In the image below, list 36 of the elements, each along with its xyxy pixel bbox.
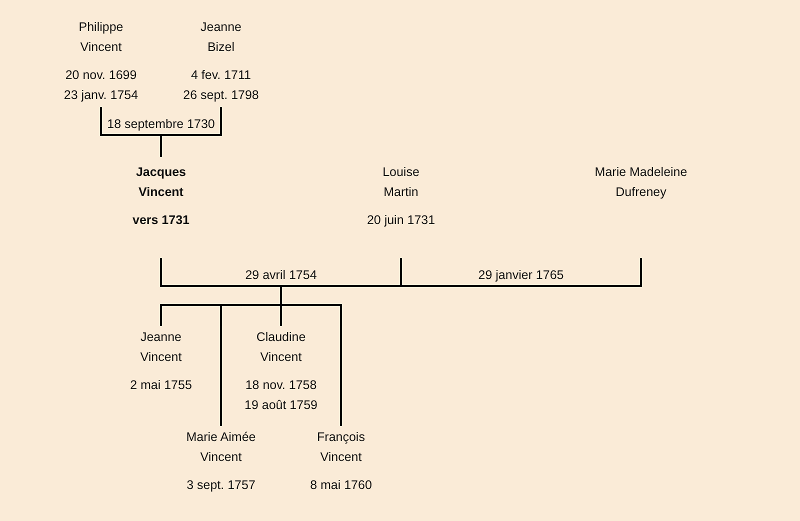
connector-line <box>220 305 222 426</box>
connector-line <box>280 305 282 326</box>
connector-line <box>160 135 162 157</box>
date-text: 20 juin 1731 <box>366 212 436 229</box>
date-text: 19 août 1759 <box>244 397 318 414</box>
connector-line <box>221 304 281 306</box>
edge-label: 29 avril 1754 <box>245 267 317 283</box>
person-name: Philippe Vincent <box>78 19 124 56</box>
connector-line <box>401 258 642 287</box>
date-text: 4 fev. 1711 <box>191 67 251 84</box>
person-name: François Vincent <box>317 429 365 466</box>
date-text: 8 mai 1760 <box>310 477 372 494</box>
edge-label: 29 janvier 1765 <box>478 267 564 283</box>
person-name: Jacques Vincent <box>136 164 186 201</box>
date-text: 26 sept. 1798 <box>183 87 259 104</box>
person-name: Jeanne Bizel <box>200 19 242 56</box>
connector-line <box>160 304 221 326</box>
connector-line <box>160 258 281 287</box>
person-name: Louise Martin <box>382 164 420 201</box>
person-name: Marie Madeleine Dufreney <box>594 164 688 201</box>
connector-line <box>100 107 161 136</box>
date-text: vers 1731 <box>132 212 190 229</box>
person-name: Jeanne Vincent <box>140 329 182 366</box>
date-text: 3 sept. 1757 <box>186 477 256 494</box>
connector-line <box>400 258 402 286</box>
date-text: 20 nov. 1699 <box>65 67 137 84</box>
connector-line <box>280 286 282 305</box>
connector-line <box>281 285 401 287</box>
connector-line <box>161 107 222 136</box>
edge-label: 18 septembre 1730 <box>107 116 215 132</box>
person-name: Claudine Vincent <box>256 329 306 366</box>
date-text: 2 mai 1755 <box>130 377 192 394</box>
connector-line <box>281 304 342 426</box>
person-name: Marie Aimée Vincent <box>186 429 256 466</box>
date-text: 23 janv. 1754 <box>64 87 138 104</box>
date-text: 18 nov. 1758 <box>245 377 317 394</box>
